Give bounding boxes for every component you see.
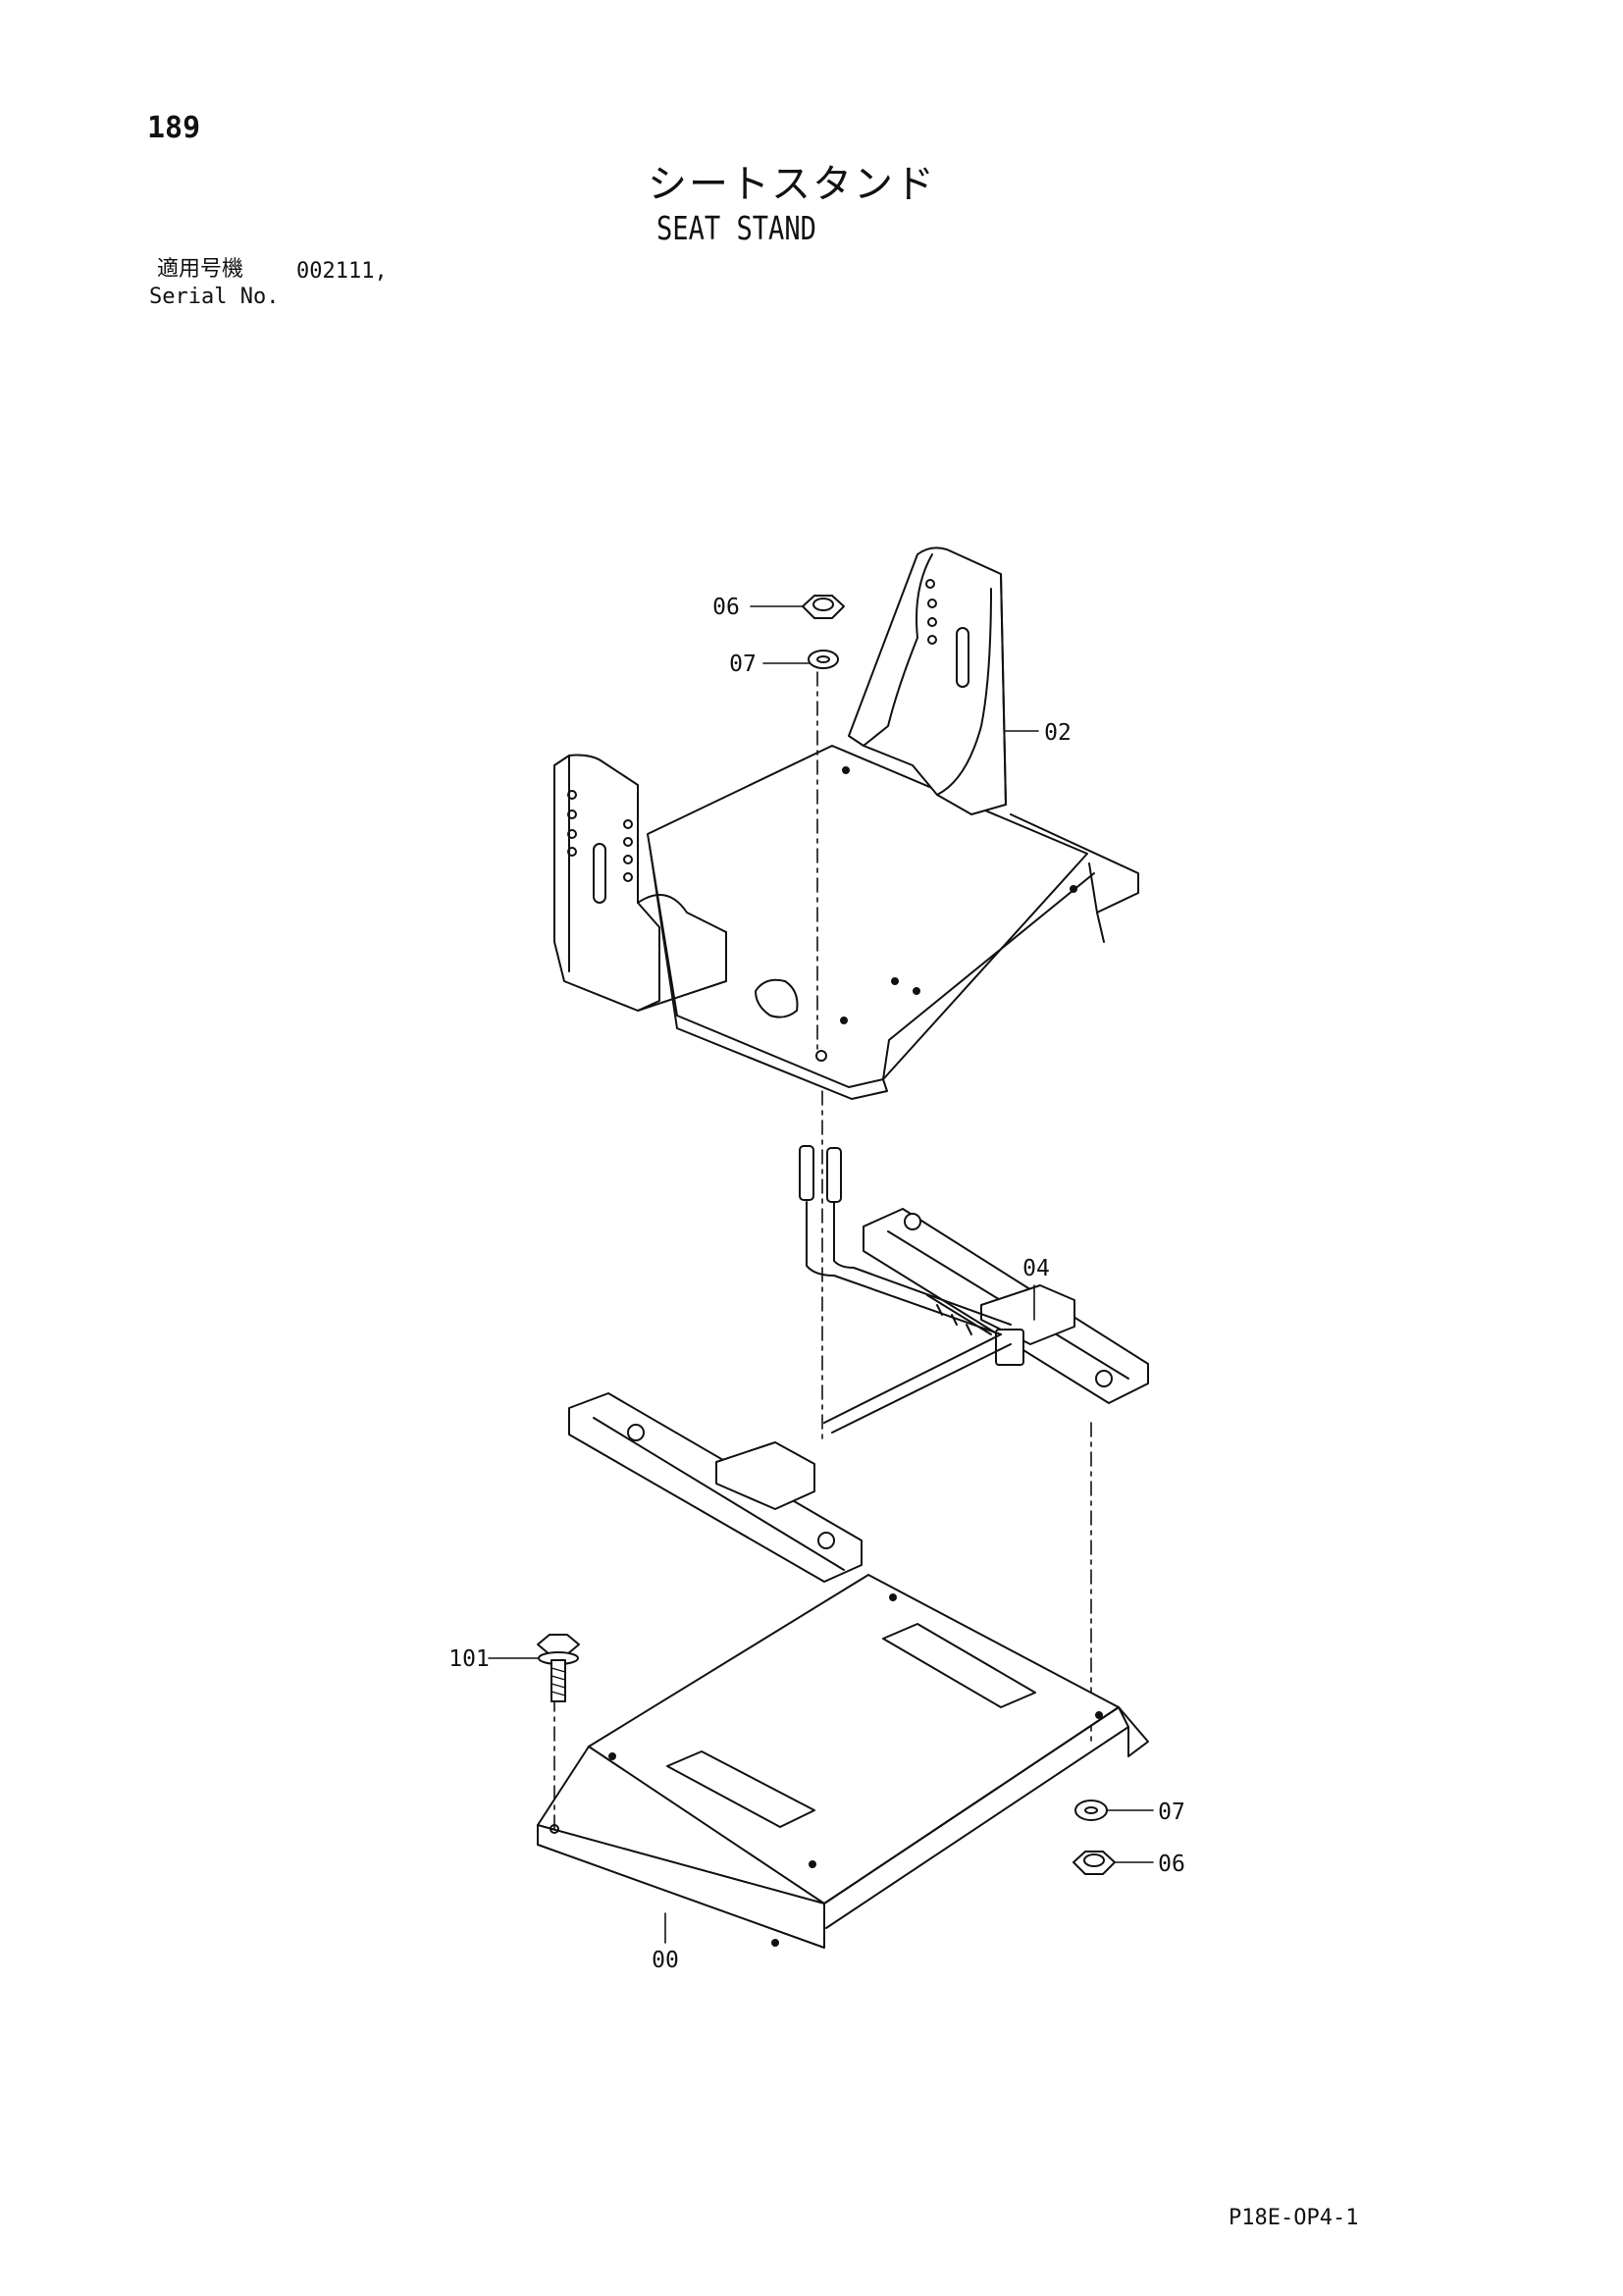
seat-stand-upper-frame — [553, 547, 1139, 1100]
part-label-07-top: 07 — [729, 652, 757, 677]
page-number: 189 — [147, 111, 201, 145]
hex-nut-icon — [1073, 1851, 1154, 1875]
part-label-06-bottom: 06 — [1158, 1852, 1185, 1877]
base-plate — [537, 1574, 1149, 1949]
page-title-japanese: シートスタンド — [648, 162, 936, 207]
lock-washer-icon — [762, 650, 839, 669]
part-label-07-bottom: 07 — [1158, 1800, 1185, 1825]
part-label-04: 04 — [1022, 1256, 1050, 1281]
seat-rail-left — [568, 1392, 863, 1583]
part-label-02: 02 — [1044, 720, 1072, 746]
part-label-101: 101 — [448, 1646, 490, 1672]
serial-label-japanese: 適用号機 — [157, 257, 244, 282]
bolt-icon — [488, 1634, 580, 1702]
serial-label-english: Serial No. — [149, 285, 280, 309]
lock-washer-icon — [1074, 1800, 1154, 1821]
serial-number-value: 002111, — [296, 259, 388, 284]
seat-rail-right — [863, 1208, 1149, 1404]
part-label-00: 00 — [652, 1948, 679, 1973]
page-title-english: SEAT STAND — [656, 209, 816, 247]
wire-harness — [799, 1145, 1012, 1434]
hex-nut-icon — [750, 595, 845, 619]
diagram-code: P18E-OP4-1 — [1229, 2206, 1359, 2230]
part-label-06-top: 06 — [712, 595, 740, 620]
